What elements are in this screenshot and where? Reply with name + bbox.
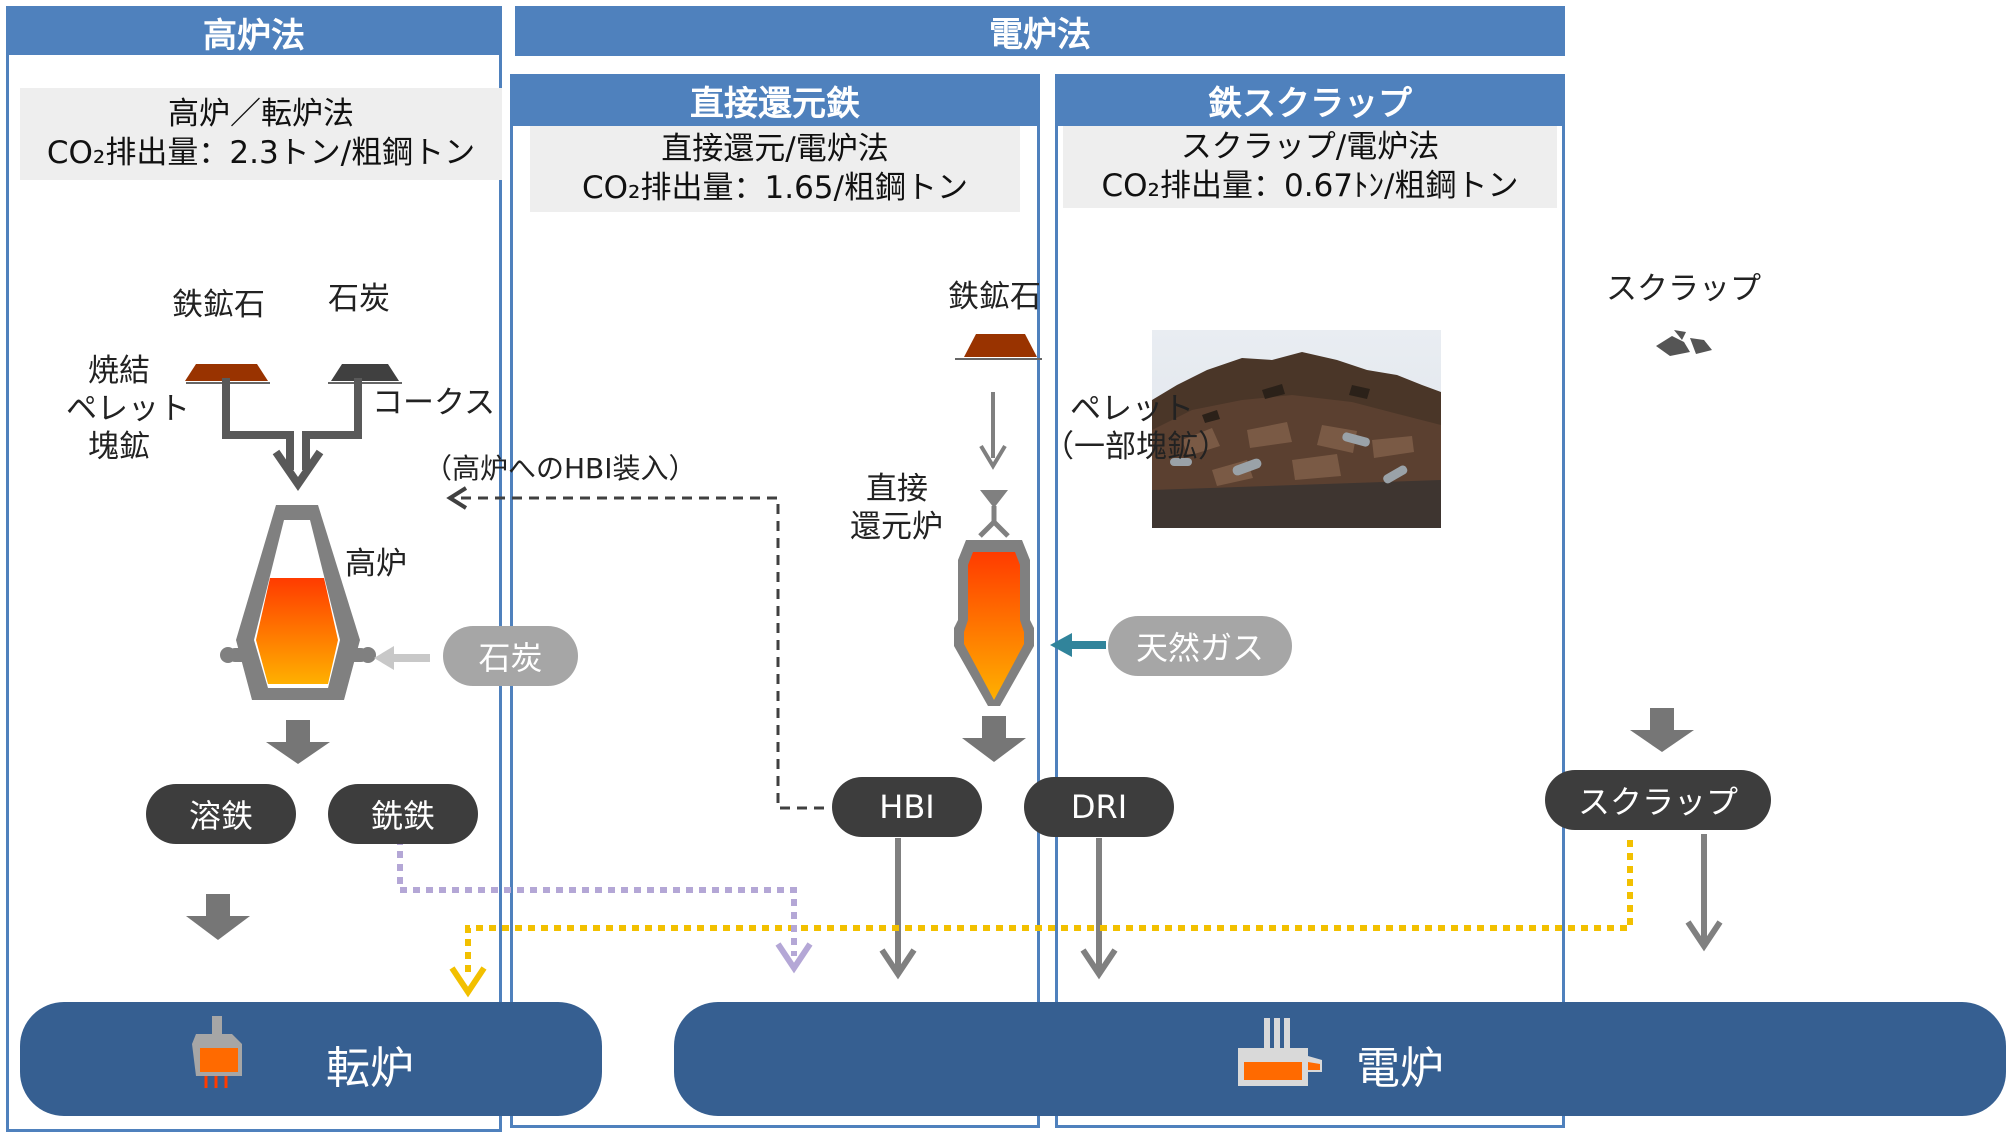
pig-iron-to-eaf-arrowhead <box>775 942 813 974</box>
info-scrap-title: スクラップ/電炉法 <box>1180 129 1440 165</box>
scrap-to-converter-arrowhead <box>449 966 487 998</box>
pill-pig-iron: 銑鉄 <box>328 784 478 844</box>
hbi-return-arrowhead <box>446 486 468 510</box>
header-iron-scrap: 鉄スクラップ <box>1055 74 1565 126</box>
label-lump-ore-dri: （一部塊鉱） <box>1043 429 1229 465</box>
dri-to-eaf-arrow <box>1080 838 1118 980</box>
down-arrow-dri <box>962 716 1026 762</box>
label-coke: コークス <box>372 385 496 421</box>
feed-arrows <box>222 378 362 492</box>
label-eaf: 電炉 <box>1356 1043 1444 1094</box>
down-arrow-scrap <box>1630 708 1694 752</box>
down-arrow-blast-2 <box>186 894 250 940</box>
pill-hbi: HBI <box>832 777 982 837</box>
label-sinter: 焼結 <box>88 353 150 389</box>
label-coal: 石炭 <box>328 281 390 317</box>
scrap-icon <box>1656 330 1712 356</box>
pill-scrap: スクラップ <box>1545 770 1771 830</box>
label-converter: 転炉 <box>326 1043 414 1094</box>
info-box-blast: 高炉／転炉法 CO₂排出量：2.3トン/粗鋼トン <box>20 88 502 180</box>
label-scrap: スクラップ <box>1606 271 1761 307</box>
down-arrow-blast-1 <box>266 720 330 764</box>
label-dri-iron-ore: 鉄鉱石 <box>948 279 1041 315</box>
header-eaf-method: 電炉法 <box>515 6 1565 56</box>
label-reduction-furnace: 還元炉 <box>850 509 943 545</box>
label-iron-ore: 鉄鉱石 <box>172 287 265 323</box>
dri-ore-arrow <box>979 392 1007 470</box>
info-dri-co2: CO₂排出量：1.65/粗鋼トン <box>582 170 968 206</box>
info-box-scrap: スクラップ/電炉法 CO₂排出量：0.67ﾄﾝ/粗鋼トン <box>1063 126 1557 208</box>
electric-arc-furnace-icon <box>1238 1018 1322 1086</box>
header-direct-reduced-iron: 直接還元鉄 <box>510 74 1040 126</box>
info-blast-co2: CO₂排出量：2.3トン/粗鋼トン <box>46 135 476 171</box>
panel-direct-reduced-iron <box>510 118 1040 1128</box>
label-hbi-note: （高炉へのHBI装入） <box>424 452 697 485</box>
coal-pile-icon <box>328 364 402 384</box>
converter-bar: 転炉 <box>20 1002 602 1116</box>
natural-gas-arrow <box>1050 633 1106 657</box>
info-box-dri: 直接還元/電炉法 CO₂排出量：1.65/粗鋼トン <box>530 126 1020 212</box>
coal-input-arrow <box>374 646 430 670</box>
pig-iron-to-eaf-dotted-arrow <box>397 838 797 956</box>
label-pellet-dri: ペレット <box>1070 391 1194 427</box>
info-dri-title: 直接還元/電炉法 <box>661 131 889 167</box>
scrap-pile-photo <box>1152 330 1441 528</box>
hbi-return-dashed-arrow <box>454 496 824 810</box>
label-lump-ore: 塊鉱 <box>88 429 150 465</box>
scrap-to-eaf-arrow <box>1685 834 1723 952</box>
info-scrap-co2: CO₂排出量：0.67ﾄﾝ/粗鋼トン <box>1101 168 1519 204</box>
info-blast-title: 高炉／転炉法 <box>168 96 354 132</box>
label-blast-furnace: 高炉 <box>345 546 407 582</box>
blast-furnace-icon <box>220 505 376 700</box>
scrap-to-converter-dotted-arrow <box>465 840 1633 978</box>
pill-natural-gas: 天然ガス <box>1108 616 1292 676</box>
hbi-to-eaf-arrow <box>879 838 917 980</box>
direct-reduction-furnace-icon <box>954 490 1034 706</box>
label-direct: 直接 <box>866 471 928 507</box>
pill-molten-iron: 溶鉄 <box>146 784 296 844</box>
label-pellet: ペレット <box>66 391 190 427</box>
converter-icon <box>192 1016 242 1088</box>
pill-coal-input: 石炭 <box>443 626 578 686</box>
eaf-bar: 電炉 <box>674 1002 2006 1116</box>
header-blast-furnace-method: 高炉法 <box>6 6 502 58</box>
pill-dri: DRI <box>1024 777 1174 837</box>
dri-iron-ore-pile-icon <box>955 334 1042 360</box>
